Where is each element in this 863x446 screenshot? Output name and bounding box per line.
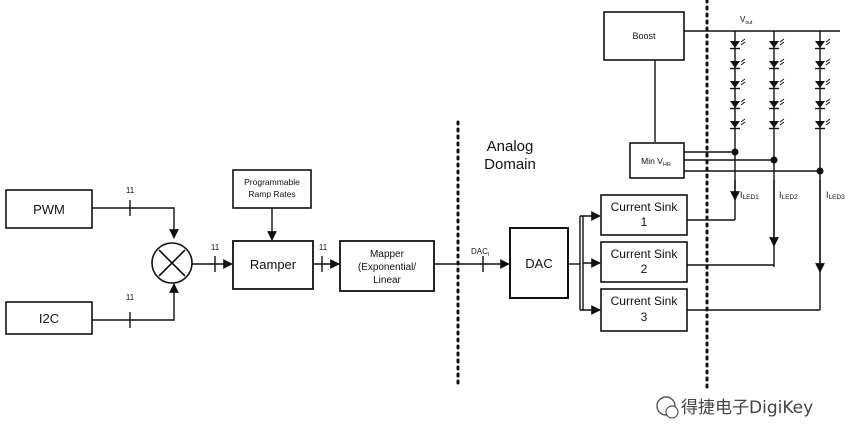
led-diode-icon [769, 38, 785, 50]
i2c-label: I2C [39, 311, 59, 326]
current-sink-1-block [600, 194, 688, 236]
watermark-text: 得捷电子DigiKey [681, 398, 813, 418]
vout-label: Vout [740, 15, 753, 26]
current-sink-1-line1: Current Sink [611, 200, 679, 214]
min-vhr-label: Min VHR [641, 156, 671, 168]
current-sink-3-block [600, 288, 688, 332]
pwm-label: PWM [33, 202, 65, 217]
led-diode-icon [769, 78, 785, 90]
ramper-out-width: 11 [319, 243, 328, 252]
dac-block [509, 227, 569, 299]
led-diode-icon [769, 58, 785, 70]
current-sink-1-line2: 1 [641, 215, 648, 229]
pwm-bus-width: 11 [126, 186, 135, 195]
mapper-label-line3: Linear [373, 275, 401, 286]
pwm-bus-wire [92, 207, 179, 239]
min-vhr-block [629, 142, 685, 179]
led-diode-icon [730, 78, 746, 90]
led-diode-icon [815, 98, 831, 110]
current-sink-2-line2: 2 [641, 262, 648, 276]
led-diode-icon [815, 118, 831, 130]
multiplier-cross-b [158, 249, 186, 277]
led-diode-icon [730, 98, 746, 110]
current-sink-2-block [600, 241, 688, 283]
current-sink-3-line2: 3 [641, 310, 648, 324]
iled2-label: ILED2 [779, 190, 798, 201]
ramper-block [232, 240, 314, 290]
led-array [730, 38, 831, 130]
i2c-bus-width: 11 [126, 293, 135, 302]
i2c-bus-wire [92, 283, 179, 321]
boost-block [603, 11, 685, 61]
analog-domain-label-line2: Domain [484, 156, 536, 173]
programmable-ramp-label-line2: Ramp Rates [248, 189, 295, 199]
programmable-ramp-label-line1: Programmable [244, 177, 300, 187]
iled1-label: ILED1 [740, 190, 759, 201]
led-diode-icon [815, 38, 831, 50]
analog-domain-label-line1: Analog [487, 138, 534, 155]
current-sink-3-line1: Current Sink [611, 294, 679, 308]
led-diode-icon [730, 38, 746, 50]
current-sink-2-line1: Current Sink [611, 247, 679, 261]
dac-input-label: DACI [471, 247, 489, 258]
mapper-block [339, 240, 435, 292]
led-diode-icon [815, 78, 831, 90]
boost-label: Boost [632, 31, 656, 41]
multiplier-out-width: 11 [211, 243, 220, 252]
i2c-block [5, 301, 93, 335]
led-diode-icon [769, 118, 785, 130]
led-diode-icon [815, 58, 831, 70]
dac-label: DAC [525, 256, 552, 271]
led-diode-icon [730, 58, 746, 70]
led-diode-icon [769, 98, 785, 110]
programmable-ramp-rates-block [232, 169, 312, 209]
mapper-label-line2: (Exponential/ [358, 262, 417, 273]
ramper-label: Ramper [250, 257, 297, 272]
mapper-label-line1: Mapper [370, 249, 405, 260]
wechat-icon-inner [665, 405, 679, 419]
led-diode-icon [730, 118, 746, 130]
wechat-icon [656, 396, 676, 416]
pwm-block [5, 189, 93, 229]
iled3-label: ILED3 [826, 190, 845, 201]
watermark: 得捷电子DigiKey [656, 396, 813, 419]
